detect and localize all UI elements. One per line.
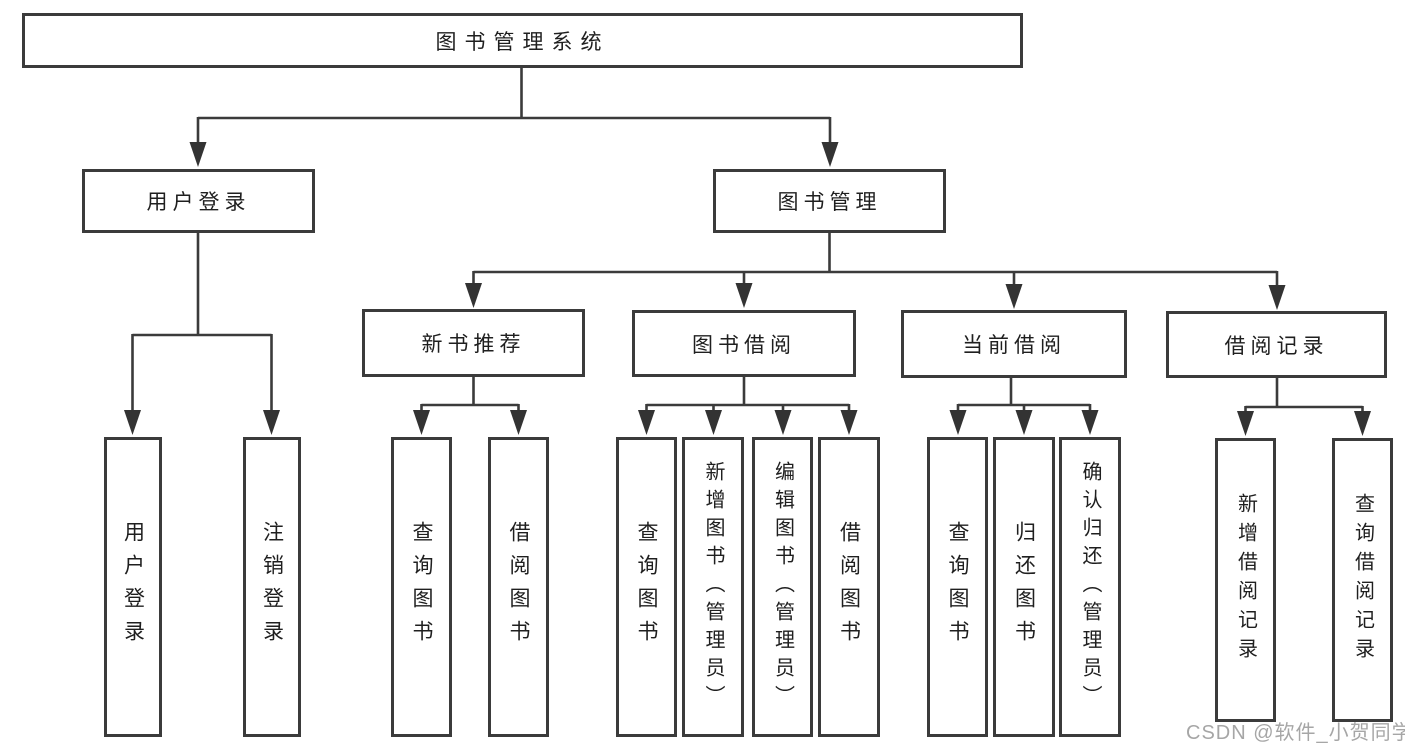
node-current-borrow: 当前借阅 [901,310,1127,378]
leaf-label: 查询图书 [635,521,658,653]
node-new-book-recommend: 新书推荐 [362,309,585,377]
leaf-label: 借阅图书 [507,521,530,653]
leaf-query-books-borrow: 查询图书 [616,437,677,737]
leaf-borrow-books-recommend: 借阅图书 [488,437,549,737]
leaf-label: 查询图书 [410,521,433,653]
csdn-watermark: CSDN @软件_小贺同学 [1186,722,1405,744]
leaf-label: 用户登录 [121,521,145,653]
leaf-query-borrow-record: 查询借阅记录 [1332,438,1393,722]
leaf-label: 注销登录 [260,521,284,653]
leaf-edit-books-admin: 编辑图书（管理员） [752,437,813,737]
node-user-login: 用户登录 [82,169,315,233]
leaf-label: 编辑图书（管理员） [771,461,794,713]
leaf-confirm-return-admin: 确认归还（管理员） [1059,437,1121,737]
leaf-add-books-admin: 新增图书（管理员） [682,437,744,737]
leaf-label: 新增图书（管理员） [702,461,724,713]
node-book-borrow: 图书借阅 [632,310,856,377]
node-book-management: 图书管理 [713,169,946,233]
leaf-query-books-current: 查询图书 [927,437,988,737]
node-borrow-records: 借阅记录 [1166,311,1387,378]
leaf-user-login: 用户登录 [104,437,162,737]
leaf-label: 归还图书 [1012,521,1036,653]
leaf-borrow-books: 借阅图书 [818,437,880,737]
leaf-return-books: 归还图书 [993,437,1055,737]
leaf-label: 确认归还（管理员） [1079,461,1101,713]
leaf-logout: 注销登录 [243,437,301,737]
leaf-add-borrow-record: 新增借阅记录 [1215,438,1276,722]
leaf-label: 新增借阅记录 [1234,493,1257,667]
node-root: 图书管理系统 [22,13,1023,68]
leaf-label: 借阅图书 [837,521,861,653]
leaf-label: 查询借阅记录 [1351,493,1374,667]
leaf-label: 查询图书 [946,521,969,653]
leaf-query-books-recommend: 查询图书 [391,437,452,737]
